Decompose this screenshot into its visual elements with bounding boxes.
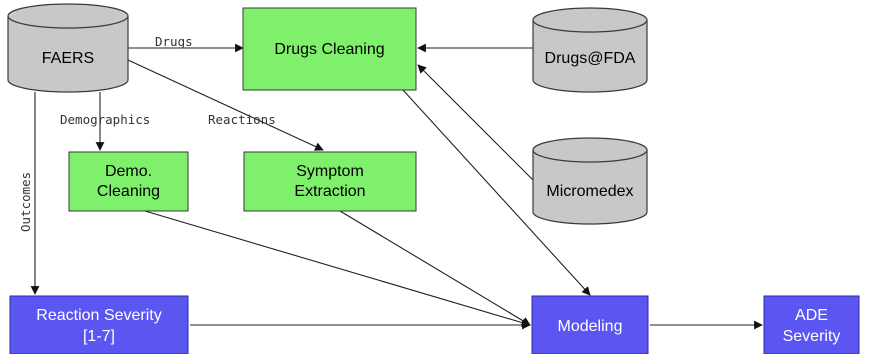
drugs-cleaning-rect xyxy=(242,7,417,91)
edge-label-outcomes: Outcomes xyxy=(18,172,33,232)
ade-severity-label-line1: ADE xyxy=(795,307,828,324)
edges xyxy=(30,43,763,330)
edge-drugs-cleaning-to-modeling xyxy=(402,89,591,296)
modeling-label: Modeling xyxy=(558,318,623,335)
edge-demo-cleaning-to-modeling xyxy=(144,210,531,327)
edge-symptom-extraction-to-modeling xyxy=(339,210,531,326)
edge-label-drugs: Drugs xyxy=(155,34,193,49)
demo-cleaning-rect xyxy=(68,151,189,212)
reaction-severity-label-line2: [1-7] xyxy=(83,328,115,345)
drugs-fda-database: Drugs@FDA xyxy=(532,7,648,93)
micromedex-cylinder-body xyxy=(532,150,648,225)
edge-micromedex-to-drugs-cleaning xyxy=(417,64,534,181)
reaction-severity-rect xyxy=(9,295,189,354)
demo-cleaning-label-line2: Cleaning xyxy=(97,183,160,200)
symptom-extraction-box: Symptom Extraction xyxy=(243,151,417,212)
drugs-cleaning-label: Drugs Cleaning xyxy=(274,41,384,58)
modeling-rect xyxy=(531,295,649,354)
reaction-severity-box: Reaction Severity [1-7] xyxy=(9,295,189,354)
drugs-fda-label: Drugs@FDA xyxy=(545,50,636,67)
drugs-fda-cylinder-body xyxy=(532,20,648,93)
modeling-box: Modeling xyxy=(531,295,649,354)
edge-label-demographics: Demographics xyxy=(60,112,150,127)
ade-severity-rect xyxy=(763,295,860,354)
ade-severity-label-line2: Severity xyxy=(783,328,841,345)
drugs-fda-cylinder-top xyxy=(532,7,648,33)
reaction-severity-label-line1: Reaction Severity xyxy=(36,307,161,324)
symptom-extraction-label-line1: Symptom xyxy=(296,163,364,180)
symptom-extraction-label-line2: Extraction xyxy=(294,183,365,200)
faers-cylinder-body xyxy=(7,16,129,93)
demo-cleaning-box: Demo. Cleaning xyxy=(68,151,189,212)
micromedex-cylinder-top xyxy=(532,137,648,163)
symptom-extraction-rect xyxy=(243,151,417,212)
demo-cleaning-label-line1: Demo. xyxy=(105,163,152,180)
micromedex-database: Micromedex xyxy=(532,137,648,225)
faers-label: FAERS xyxy=(42,50,94,67)
ade-severity-box: ADE Severity xyxy=(763,295,860,354)
faers-database: FAERS xyxy=(7,3,129,93)
faers-cylinder-top xyxy=(7,3,129,29)
edge-label-reactions: Reactions xyxy=(208,112,276,127)
drugs-cleaning-box: Drugs Cleaning xyxy=(242,7,417,91)
edge-faers-to-symptom-extraction xyxy=(127,59,324,151)
micromedex-label: Micromedex xyxy=(546,183,633,200)
